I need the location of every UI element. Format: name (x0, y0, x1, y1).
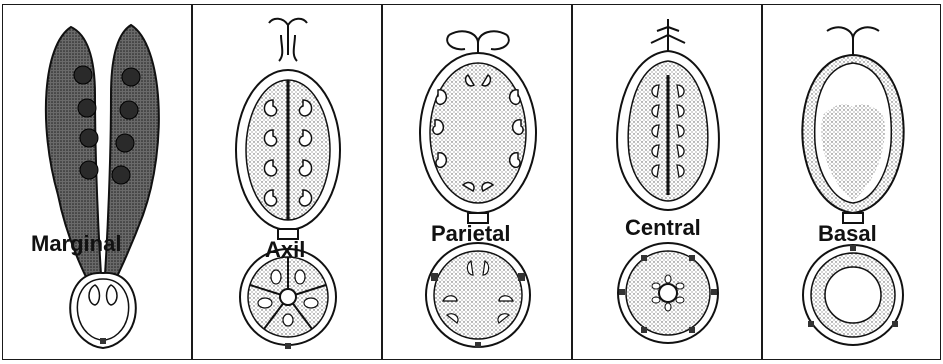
marginal-illustration (3, 5, 193, 361)
label-basal: Basal (818, 223, 877, 245)
axil-illustration (193, 5, 383, 361)
panel-marginal: Marginal (2, 4, 192, 360)
label-axil: Axil (265, 239, 305, 261)
seed-icon (122, 68, 140, 86)
seed-icon (78, 99, 96, 117)
seed-icon (120, 101, 138, 119)
panel-basal: Basal (762, 4, 941, 360)
label-parietal: Parietal (431, 223, 511, 245)
parietal-illustration (383, 5, 573, 361)
panel-axil: Axil (192, 4, 382, 360)
marginal-cross-section (70, 273, 136, 348)
seed-icon (116, 134, 134, 152)
panel-central: Central (572, 4, 762, 360)
label-central: Central (625, 217, 701, 239)
seed-icon (74, 66, 92, 84)
central-illustration (573, 5, 763, 361)
basal-illustration (763, 5, 942, 361)
pod-right-valve (103, 25, 159, 305)
panel-parietal: Parietal (382, 4, 572, 360)
seed-icon (80, 129, 98, 147)
seed-icon (112, 166, 130, 184)
seed-icon (80, 161, 98, 179)
label-marginal: Marginal (31, 233, 121, 255)
